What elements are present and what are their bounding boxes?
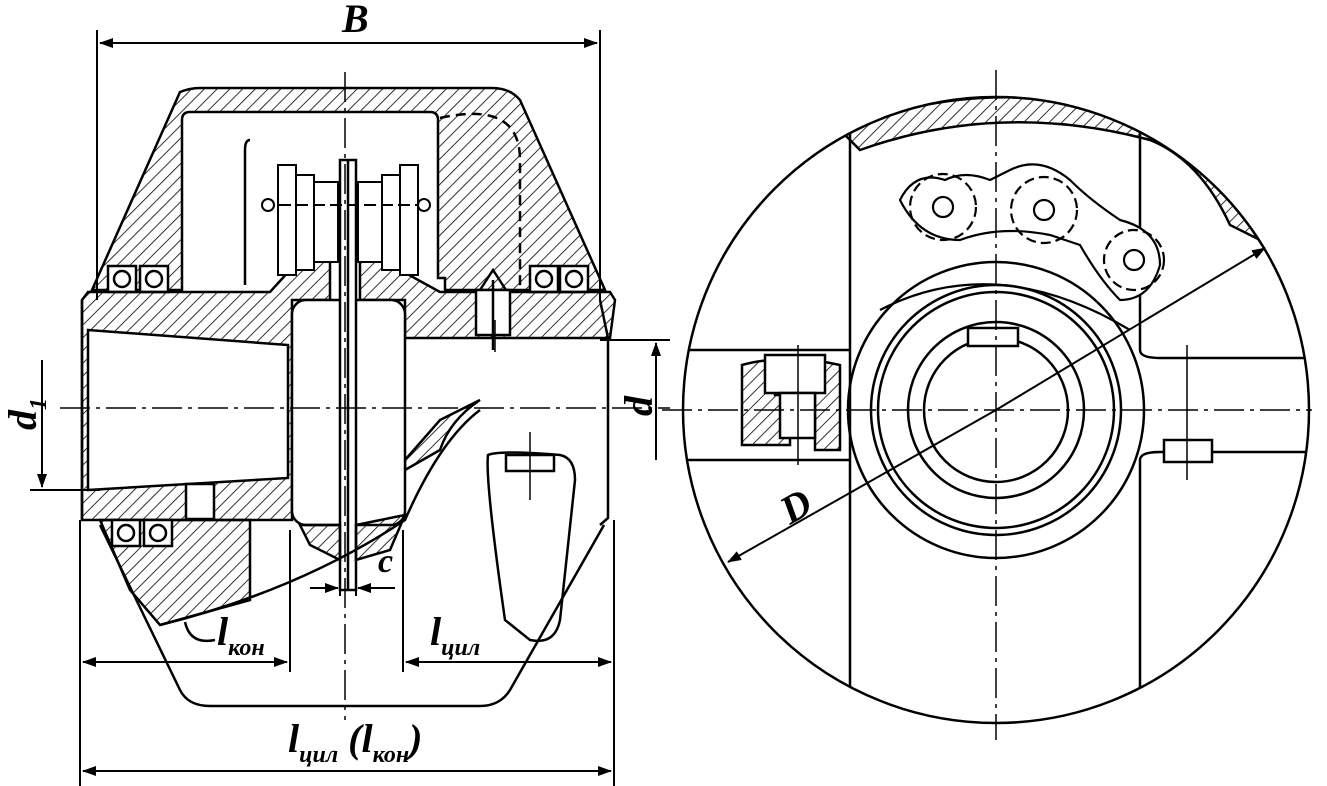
section-view (60, 72, 670, 720)
svg-text:D: D (771, 479, 819, 533)
label-l-kon: lкон (217, 609, 265, 661)
svg-text:d1: d1 (0, 398, 52, 430)
label-B: B (341, 0, 369, 41)
label-total-length: lцил (lкон) (288, 716, 423, 768)
dimension-D (727, 247, 1266, 563)
label-l-cil: lцил (430, 609, 480, 661)
cover-housing (90, 86, 607, 292)
label-D: D (771, 479, 819, 533)
chain-top (261, 164, 431, 276)
seal-elements-bottom (110, 518, 174, 548)
svg-text:d: d (616, 395, 661, 416)
end-view (662, 70, 1312, 740)
label-d1: d1 (0, 398, 52, 430)
label-c: c (378, 543, 393, 580)
dimensions-left (30, 30, 670, 786)
chain-end (879, 163, 1166, 331)
inspection-window (486, 451, 577, 643)
label-d: d (616, 395, 661, 416)
